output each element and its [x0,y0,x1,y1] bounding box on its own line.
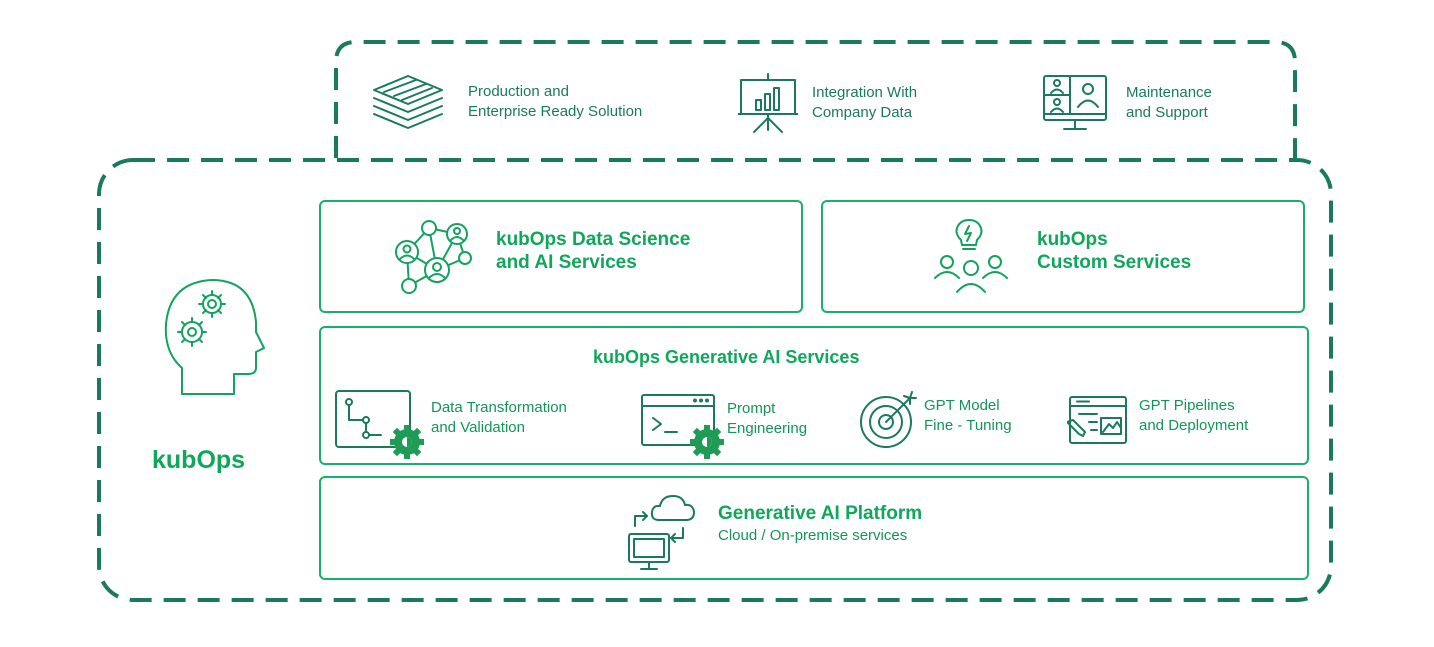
custom-services-box: kubOps Custom Services [821,200,1305,313]
network-people-icon [395,220,472,294]
feature-production-line1: Production and [468,83,569,100]
data-science-line2: and AI Services [496,252,637,273]
data-science-line1: kubOps Data Science [496,229,691,250]
gen-item-data-transformation: Data Transformation and Validation [333,388,567,460]
platform-subtitle: Cloud / On-premise services [718,527,908,544]
gen-item-2-line2: Engineering [727,420,808,437]
gen-item-2-line1: Prompt [727,400,776,417]
feature-maintenance-line1: Maintenance [1126,84,1212,101]
custom-services-line1: kubOps [1037,229,1108,250]
stacked-layers-icon [373,75,443,129]
platform-title: Generative AI Platform [718,503,923,524]
platform-box: Generative AI Platform Cloud / On-premis… [319,476,1309,580]
gen-item-pipelines: GPT Pipelines and Deployment [1067,394,1248,448]
gen-item-3-line2: Fine - Tuning [924,417,1012,434]
feature-maintenance: Maintenance and Support [1042,74,1212,132]
generative-services-title: kubOps Generative AI Services [593,347,860,367]
gen-item-4-line1: GPT Pipelines [1139,397,1235,414]
feature-production-line2: Enterprise Ready Solution [468,103,643,120]
gen-item-1-line2: and Validation [431,419,525,436]
video-call-monitor-icon [1043,75,1107,130]
top-dashed-frame [334,40,1297,158]
data-science-box: kubOps Data Science and AI Services [319,200,803,313]
feature-maintenance-line2: and Support [1126,104,1208,121]
feature-production: Production and Enterprise Ready Solution [370,72,642,132]
feature-integration-line2: Company Data [812,104,913,121]
terminal-gear-icon [641,394,724,459]
target-arrow-icon [860,391,917,448]
feature-integration: Integration With Company Data [738,72,917,134]
gen-item-1-line1: Data Transformation [431,399,567,416]
gen-item-fine-tuning: GPT Model Fine - Tuning [858,388,1012,450]
team-idea-icon [934,219,1008,293]
generative-services-box: kubOps Generative AI Services [319,326,1309,465]
custom-services-line2: Custom Services [1037,252,1192,273]
data-flow-gear-icon [335,390,424,459]
browser-edit-icon [1067,396,1127,444]
gen-item-prompt-engineering: Prompt Engineering [639,392,807,460]
head-gears-icon [164,279,265,395]
gen-item-4-line2: and Deployment [1139,417,1249,434]
main-dashed-frame [97,158,1333,602]
cloud-sync-monitor-icon [628,495,695,570]
feature-integration-line1: Integration With [812,84,918,101]
presentation-board-icon [738,73,798,133]
brand-label: kubOps [152,446,246,474]
gen-item-3-line1: GPT Model [924,397,1000,414]
